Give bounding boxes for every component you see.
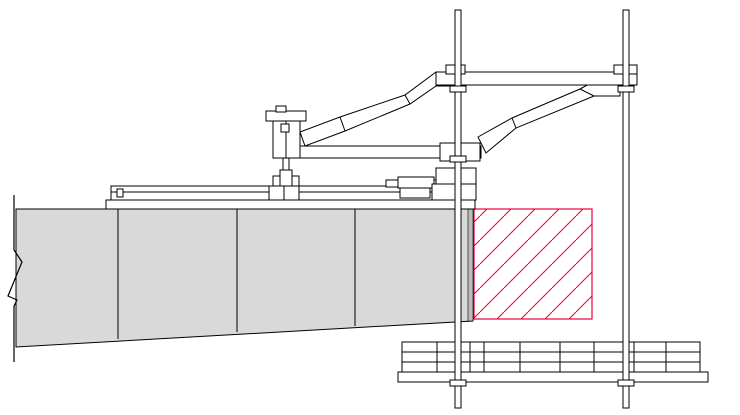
platform-floor	[397, 371, 709, 383]
break-symbol	[7, 195, 23, 362]
upper-diagonal-member	[299, 71, 459, 147]
segment-end-face	[467, 208, 474, 322]
hanger-rods	[449, 9, 635, 409]
rear-hanger-rod	[454, 9, 462, 409]
lower-diagonal-detail-a	[511, 117, 517, 129]
platform-guard-box	[401, 341, 701, 373]
front-rod-nut-top	[617, 85, 635, 93]
rail-end-stop	[116, 188, 124, 198]
rear-rod-nut-top	[449, 85, 467, 93]
hanger-cap	[275, 105, 287, 113]
lower-diagonal-detail-b	[579, 88, 595, 97]
bottom-platform	[397, 341, 709, 383]
front-rod-nut-low	[617, 379, 635, 387]
front-hanger-assembly	[265, 105, 307, 201]
break-line	[7, 195, 23, 362]
upper-diagonal-detail-a	[339, 116, 346, 132]
deck-body	[15, 208, 474, 348]
upper-diagonal-detail-b	[404, 94, 411, 105]
rear-rod-nut-mid	[449, 155, 467, 163]
existing-deck-segments	[15, 208, 474, 348]
hanger-nut	[280, 123, 290, 133]
front-hanger-rod	[622, 9, 630, 409]
new-segment-hatched	[473, 208, 593, 320]
top-beam	[435, 71, 638, 86]
rear-rod-nut-low	[449, 379, 467, 387]
jack-body-lower	[399, 187, 431, 199]
roller-base	[431, 183, 477, 201]
lower-diagonal-member	[477, 77, 621, 154]
hanger-rod-lower	[279, 169, 293, 187]
jack-cylinder	[397, 176, 435, 189]
rail-base	[105, 199, 476, 210]
jack-end-cap	[385, 179, 399, 188]
